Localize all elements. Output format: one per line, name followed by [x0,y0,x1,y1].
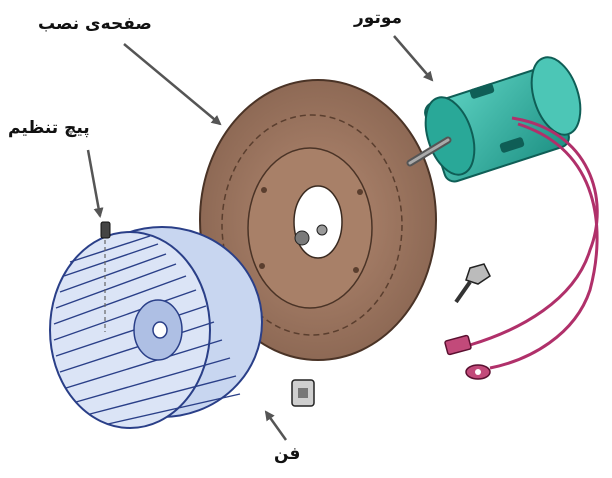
set-screw-label: پیچ تنظیم [8,118,90,138]
squirrel-cage-fan-icon [50,227,262,428]
mounting-bolt-icon [456,264,490,302]
arrow-set-screw [88,150,100,216]
arrow-motor [394,36,432,80]
arrow-mounting-plate [124,44,220,124]
motor-label: موتور [354,8,402,28]
fan-label: فن [274,444,300,464]
mounting-plate-label: صفحه‌ی نصب [38,14,152,34]
blower-motor-icon [410,51,589,184]
arrow-fan [266,412,286,440]
retainer-clip-icon [292,380,314,406]
